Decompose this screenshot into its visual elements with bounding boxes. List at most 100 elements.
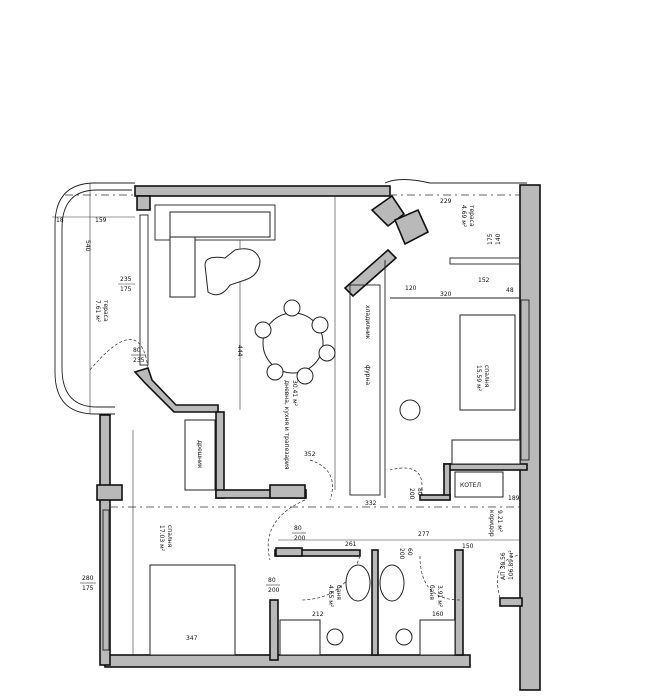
opening-door-bath2: 200 60 bbox=[398, 548, 413, 560]
window-terrace-right bbox=[449, 257, 521, 265]
dining-table bbox=[254, 299, 336, 385]
opening-width: 60 bbox=[406, 548, 413, 556]
terrace-right-outline bbox=[384, 179, 527, 184]
apartment-name: АП 30.56 bbox=[500, 552, 507, 580]
room-name: коридор bbox=[488, 510, 495, 537]
dimension-label: 229 bbox=[440, 198, 452, 205]
kitchen-appliance-label: хладилник bbox=[364, 305, 371, 340]
door-swing bbox=[419, 555, 461, 601]
opening-height: 235 bbox=[133, 357, 145, 364]
wardrobe-label: дрешник bbox=[196, 440, 203, 469]
door-swing bbox=[299, 555, 361, 601]
opening-height: 140 bbox=[495, 233, 502, 245]
door-swing bbox=[309, 459, 333, 501]
dimension-label: 150 bbox=[462, 543, 474, 550]
opening-width: 175 bbox=[487, 233, 494, 245]
room-area: 7.61 м² bbox=[94, 300, 101, 323]
wardrobe bbox=[184, 419, 216, 491]
opening-height: 200 bbox=[294, 535, 306, 542]
room-area: 9.21 м² bbox=[496, 510, 503, 533]
dimension-label: 320 bbox=[440, 291, 452, 298]
kitchen-appliance-label: фурна bbox=[364, 365, 371, 385]
label-terrace-left: тераса 7.61 м² bbox=[94, 300, 109, 323]
opening-terrace-door: 80 235 bbox=[131, 347, 146, 364]
dimension-label: 332 bbox=[365, 500, 377, 507]
terrace-left-outline bbox=[54, 182, 135, 415]
room-name: тераса bbox=[468, 205, 475, 227]
dimension-label: 48 bbox=[506, 287, 514, 294]
room-name: спалня bbox=[166, 525, 173, 548]
opening-door-kitchen: 200 80 bbox=[408, 488, 423, 500]
door-swing bbox=[89, 339, 149, 371]
kitchen-counter bbox=[349, 284, 381, 496]
dimension-label: 120 bbox=[405, 285, 417, 292]
room-area: 4.65 м² bbox=[327, 585, 334, 608]
toilet bbox=[326, 628, 344, 646]
opening-width: 80 bbox=[416, 488, 423, 496]
toilet bbox=[395, 628, 413, 646]
room-area: 30.41 м² bbox=[291, 380, 298, 407]
label-living: дневна, кухня и трапезария 30.41 м² bbox=[283, 380, 298, 470]
bedroom-wardrobe bbox=[451, 439, 521, 465]
sofa bbox=[169, 211, 271, 298]
dimension-label: 277 bbox=[418, 531, 430, 538]
dimension-label: 159 bbox=[95, 217, 107, 224]
label-bedroom-right: спалня 15.59 м² bbox=[475, 365, 490, 392]
label-bath2: баня 3.91 м² bbox=[428, 585, 443, 608]
opening-width: 80 bbox=[294, 525, 302, 532]
dimension-label: 189 bbox=[508, 495, 520, 502]
terrace-left-inner bbox=[61, 189, 132, 408]
opening-height: 200 bbox=[398, 548, 405, 560]
room-name: баня bbox=[428, 585, 435, 600]
opening-height: 200 bbox=[408, 488, 415, 500]
kitchen-upper-counter bbox=[154, 204, 276, 241]
opening-terrace-right-window: 175 140 bbox=[487, 233, 502, 245]
room-area: 4.69 м² bbox=[460, 205, 467, 228]
room-area: 3.91 м² bbox=[436, 585, 443, 608]
label-bath1: баня 4.65 м² bbox=[327, 585, 342, 608]
boiler-label: КОТЕЛ bbox=[460, 482, 481, 489]
door-swing bbox=[497, 554, 521, 599]
opening-door-bath: 80 200 bbox=[266, 577, 280, 594]
room-name: спалня bbox=[483, 365, 490, 388]
dimension-label: 347 bbox=[186, 635, 198, 642]
room-area: 17.03 м² bbox=[158, 525, 165, 552]
label-apartment: АП 30.56 106.89 м² bbox=[500, 550, 515, 580]
room-name: дневна, кухня и трапезария bbox=[283, 380, 290, 470]
opening-height: 200 bbox=[268, 587, 280, 594]
dimension-label: 444 bbox=[236, 345, 243, 357]
opening-width: 280 bbox=[82, 575, 94, 582]
washbasin bbox=[379, 564, 405, 602]
opening-width: 235 bbox=[120, 276, 132, 283]
desk-chair bbox=[399, 399, 421, 421]
window-terrace-left bbox=[139, 214, 149, 366]
washbasin bbox=[345, 564, 371, 602]
opening-door-bedroom: 80 200 bbox=[292, 525, 306, 542]
room-name: баня bbox=[335, 585, 342, 600]
opening-bedroom-window: 280 175 bbox=[80, 575, 96, 592]
dimension-label: 18 bbox=[56, 217, 64, 224]
label-corridor: коридор 9.21 м² bbox=[488, 510, 503, 537]
dimension-label: 540 bbox=[84, 240, 91, 252]
label-terrace-right: тераса 4.69 м² bbox=[460, 205, 475, 228]
opening-width: 80 bbox=[133, 347, 141, 354]
apartment-area: 106.89 м² bbox=[508, 550, 515, 580]
opening-height: 175 bbox=[82, 585, 94, 592]
shower bbox=[419, 619, 456, 656]
window-bedroom-left bbox=[102, 509, 110, 651]
room-area: 15.59 м² bbox=[475, 365, 482, 392]
walls bbox=[96, 184, 541, 691]
dimension-label: 212 bbox=[312, 611, 324, 618]
opening-terrace-window: 235 175 bbox=[118, 276, 135, 293]
bed-left bbox=[149, 564, 236, 656]
room-name: тераса bbox=[102, 300, 109, 322]
door-swing bbox=[267, 499, 306, 561]
dimension-label: 261 bbox=[345, 541, 357, 548]
dimension-label: 160 bbox=[432, 611, 444, 618]
opening-height: 175 bbox=[120, 286, 132, 293]
label-bedroom-left: спалня 17.03 м² bbox=[158, 525, 173, 552]
bed-right bbox=[459, 314, 516, 411]
opening-width: 80 bbox=[268, 577, 276, 584]
dimension-label: 152 bbox=[478, 277, 490, 284]
